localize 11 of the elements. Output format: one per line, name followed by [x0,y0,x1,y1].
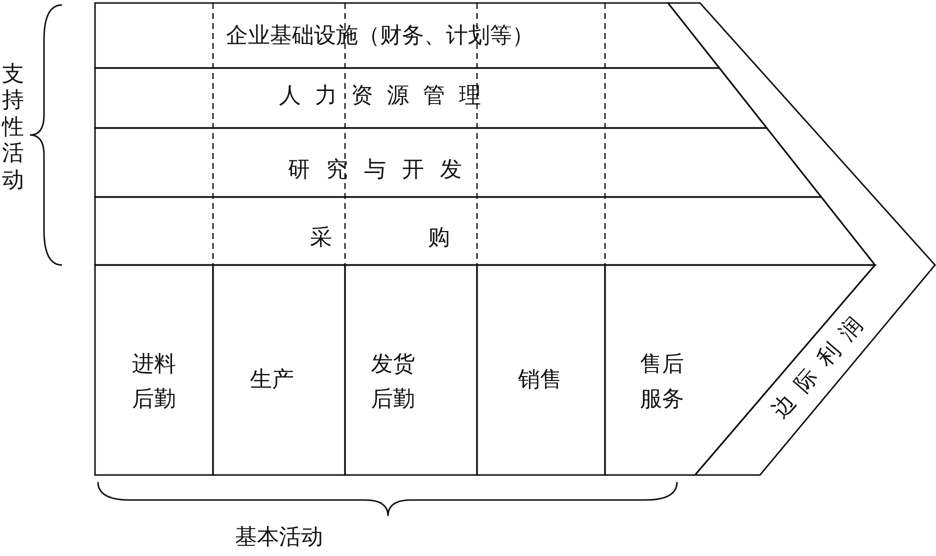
activity-label: 生产 [250,366,294,394]
brace-label: 支持性活动 [2,62,24,194]
activity-label: 销售 [518,366,562,394]
activity-label: 发货后勤 [370,350,416,414]
brace-label: 基本活动 [235,524,323,552]
activity-label: 边际利润 [766,302,877,425]
activity-label: 采购 [309,224,546,252]
activity-label: 人力资源管理 [278,82,495,110]
activity-label: 售后服务 [639,350,685,414]
activity-label: 进料后勤 [131,350,177,414]
activity-label: 研究与开发 [287,156,478,184]
